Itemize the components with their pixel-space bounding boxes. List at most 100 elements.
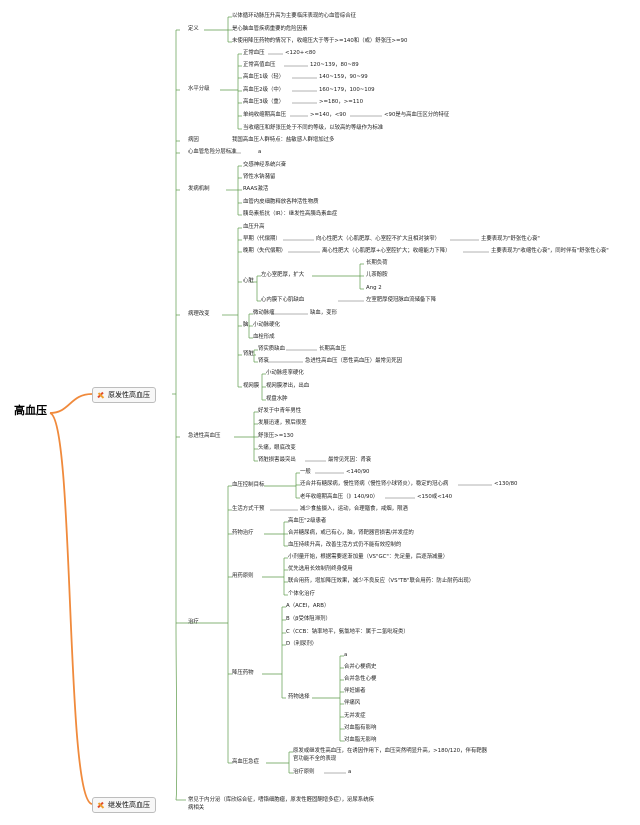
drug-therapy-item: 血压持续升高，改善生活方式仍不能有效控制的: [288, 542, 402, 548]
secondary-desc: 病相关: [188, 805, 205, 811]
pathology-node: 病理改变: [188, 311, 210, 317]
bp-goal-cond: 一般: [300, 469, 311, 475]
level-value: >=180，>=110: [319, 99, 364, 105]
crisis-principle-value: a: [348, 769, 352, 775]
antihypertensive-node: 降压药物: [232, 670, 254, 676]
level-name: 正常血压: [243, 50, 265, 56]
bp-levels-node: 水平分级: [188, 86, 210, 92]
drug-principle-item: 个体化治疗: [288, 591, 315, 597]
retina-item: 视盘水肿: [266, 396, 288, 402]
kidney-item: 肾实质缺血: [258, 346, 285, 352]
brain-node: 脑: [243, 322, 249, 328]
malignant-item: 好发于中青年男性: [258, 408, 302, 414]
treatment-node: 治疗: [188, 619, 199, 625]
malignant-item: 发展迅速，预后很差: [258, 420, 307, 426]
drug-choice-item: 合并心梗病史: [344, 664, 377, 670]
pathology-stage-result: 主要表现为"收缩性心衰"，同时伴有"舒张性心衰": [491, 248, 609, 254]
definition-node: 定义: [188, 26, 199, 32]
bp-goal-value: <150或<140: [417, 494, 453, 500]
secondary-desc: 常见于内分泌（库欣综合征，嗜铬细胞瘤，原发性醛固酮增多症），泌尿系统疾: [188, 797, 374, 803]
pathology-stage-detail: 向心性肥大（心肌肥厚、心室腔不扩大且相对狭窄）: [316, 236, 440, 242]
retina-item: 小动脉痉挛硬化: [266, 370, 304, 376]
bp-goal-cond: 老年收缩期高血压（》140/90）: [300, 494, 379, 500]
primary-branch-connector: [175, 622, 178, 801]
pencil-icon: [96, 391, 105, 400]
brain-item: 微动脉瘤: [253, 310, 275, 316]
heart-lv-item: 长期负荷: [366, 260, 388, 266]
drug-principle-node: 用药原则: [232, 573, 254, 579]
heart-node: 心脏: [243, 278, 254, 284]
kidney-item-note: 急进性高血压（恶性高血压）最常见死因: [305, 358, 403, 364]
heart-lv-item: 儿茶酚胺: [366, 272, 388, 278]
level-note: <90是与高血压区分的特征: [384, 112, 450, 118]
mechanism-item: 肾性水钠潴留: [243, 174, 276, 180]
secondary-hypertension-node[interactable]: 继发性高血压: [92, 797, 156, 813]
lifestyle-node: 生活方式干预: [232, 506, 265, 512]
crisis-node: 高血压急症: [232, 759, 259, 765]
malignant-item: 头痛，眼底改变: [258, 445, 296, 451]
drug-choice-item: 对血脂有影响: [344, 725, 377, 731]
mechanism-item: 胰岛素抵抗（IR）：继发性高胰岛素血症: [243, 211, 338, 217]
mechanism-item: RAAS激活: [243, 186, 269, 192]
drug-principle-item: 小剂量开始，根据需要逐渐加量（VS"GC"：先足量，后逐渐减量）: [288, 554, 449, 560]
etiology-text: 我国高血压人群特点：盐敏感人群增加过多: [232, 137, 335, 143]
pencil-icon: [96, 801, 105, 810]
drug-choice-item: 伴妊娠者: [344, 688, 366, 694]
drug-principle-item: 联合用药，增加降压效果，减少不良反应（VS"TB"联合用药：防止耐药出现）: [288, 578, 475, 584]
bp-goal-cond: 还合并有糖尿病，慢性肾病（慢性肾小球肾炎），稳定的冠心病: [300, 481, 449, 487]
drug-class: D（利尿剂）: [286, 641, 318, 647]
drug-choice-item: 合并急性心梗: [344, 676, 377, 682]
malignant-item: 舒张压>=130: [258, 433, 294, 439]
root-topic: 高血压: [14, 404, 47, 417]
kidney-item: 肾衰: [258, 358, 269, 364]
kidney-node: 肾脏: [243, 351, 254, 357]
pathology-stage-result: 主要表现为"舒张性心衰": [481, 236, 540, 242]
definition-item: 是心脑血管疾病重要的危险因素: [232, 26, 308, 32]
crisis-desc: 官功能不全的表现: [293, 756, 337, 762]
risk-node: 心血管危险分层标准: [188, 149, 237, 155]
drug-class: A（ACEI，ARB）: [286, 603, 330, 609]
heart-lv-item: Ang 2: [366, 285, 382, 291]
brain-item: 小动脉硬化: [253, 322, 280, 328]
crisis-principle-node: 治疗原则: [293, 769, 315, 775]
brain-aneurysm-note: 缺血，变形: [310, 310, 337, 316]
retina-node: 视网膜: [243, 383, 260, 389]
mechanism-item: 血管内皮细胞释放各种活性物质: [243, 199, 319, 205]
heart-lv: 左心室肥厚，扩大: [261, 272, 305, 278]
primary-hypertension-label: 原发性高血压: [108, 391, 150, 399]
risk-value: a: [258, 149, 262, 155]
bp-goal-value: <140/90: [346, 469, 370, 475]
level-value: 140~159，90~99: [319, 74, 368, 80]
level-name: 高血压2级（中）: [243, 87, 285, 93]
drug-choice-node: 药物选择: [288, 694, 310, 700]
malignant-node: 急进性高血压: [188, 433, 221, 439]
definition-item: 以体循环动脉压升高为主要临床表现的心血管综合征: [232, 13, 356, 19]
levels-note: 当收缩压和舒张压处于不同的等级，以较高的等级作为标准: [243, 125, 384, 131]
drug-class: B（β受体阻滞剂）: [286, 616, 331, 622]
malignant-renal: 肾脏损害最突出: [258, 457, 296, 463]
mechanism-node: 发病机制: [188, 186, 210, 192]
root-connector-secondary: [49, 412, 93, 805]
kidney-item-note: 长期高血压: [319, 346, 346, 352]
bp-goal-node: 血压控制目标: [232, 482, 265, 488]
lifestyle-text: 减少食盐摄入，运动，合理膳食，戒烟，限酒: [300, 506, 408, 512]
mechanism-item: 交感神经系统兴奋: [243, 162, 287, 168]
pathology-stage: 早期（代偿期）: [243, 236, 281, 242]
level-name: 高血压3级（重）: [243, 99, 285, 105]
drug-therapy-node: 药物治疗: [232, 530, 254, 536]
etiology-node: 病因: [188, 137, 199, 143]
retina-item: 视网膜渗出，出血: [266, 383, 310, 389]
definition-item: 未使用降压药物的情况下，收缩压大于等于>=140和（或）舒张压>=90: [232, 38, 408, 44]
heart-ischemia: 心内膜下心肌缺血: [261, 297, 305, 303]
primary-hypertension-node[interactable]: 原发性高血压: [92, 387, 156, 403]
level-value: >=140，<90: [310, 112, 347, 118]
drug-choice-item: 无并发症: [344, 713, 366, 719]
level-name: 高血压1级（轻）: [243, 74, 285, 80]
level-value: 160~179，100~109: [319, 87, 375, 93]
drug-choice-item: 对血脂无影响: [344, 737, 377, 743]
root-connector-primary: [49, 393, 93, 414]
pathology-stage-detail: 离心性肥大（心肌肥厚+心室腔扩大；收缩能力下降）: [322, 248, 451, 254]
drug-choice-item: a: [344, 652, 348, 658]
secondary-hypertension-label: 继发性高血压: [108, 801, 150, 809]
